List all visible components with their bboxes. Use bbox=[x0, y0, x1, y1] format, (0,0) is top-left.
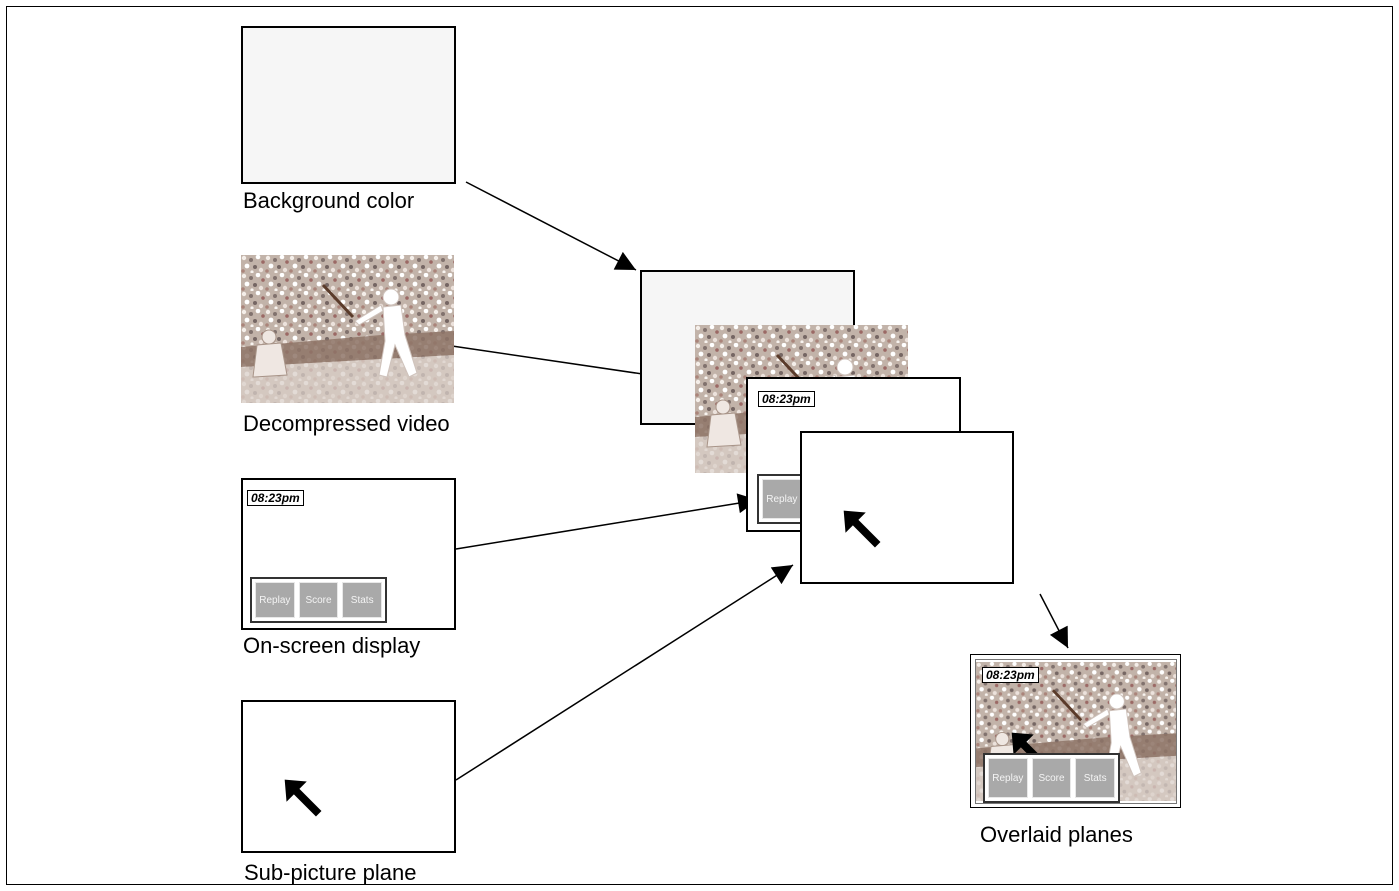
arrow-up-left-icon bbox=[284, 779, 322, 817]
arrow-background-to-stack bbox=[465, 181, 637, 271]
replay-button[interactable]: Replay bbox=[255, 582, 295, 618]
overlaid-score-button[interactable]: Score bbox=[1031, 758, 1072, 798]
stack-sub-picture-plane bbox=[800, 431, 1014, 584]
diagram-frame bbox=[6, 6, 1393, 885]
background-color-label: Background color bbox=[243, 188, 415, 213]
stack-osd-clock: 08:23pm bbox=[758, 391, 815, 407]
osd-label: On-screen display bbox=[243, 633, 421, 658]
sub-picture-plane bbox=[241, 700, 456, 853]
sub-picture-label: Sub-picture plane bbox=[244, 860, 417, 885]
overlaid-planes-label: Overlaid planes bbox=[980, 822, 1133, 847]
stack-arrow-up-left-icon bbox=[843, 510, 881, 548]
osd-button-bar: Replay Score Stats bbox=[250, 577, 387, 623]
baseball-video-image bbox=[241, 255, 454, 403]
background-color-plane bbox=[241, 26, 456, 184]
overlaid-clock: 08:23pm bbox=[982, 667, 1039, 683]
osd-plane: 08:23pm Replay Score Stats bbox=[241, 478, 456, 630]
stats-button[interactable]: Stats bbox=[342, 582, 383, 618]
osd-clock: 08:23pm bbox=[247, 490, 304, 506]
decompressed-video-plane bbox=[241, 255, 454, 403]
stack-replay-button[interactable]: Replay bbox=[762, 479, 802, 519]
overlaid-button-bar: Replay Score Stats bbox=[983, 753, 1120, 803]
overlaid-planes-composite: 08:23pm Replay Score Stats bbox=[975, 659, 1177, 804]
arrow-stack-to-overlaid bbox=[1039, 593, 1069, 649]
decompressed-video-label: Decompressed video bbox=[243, 411, 450, 436]
overlaid-replay-button[interactable]: Replay bbox=[988, 758, 1028, 798]
overlaid-planes-frame: 08:23pm Replay Score Stats bbox=[970, 654, 1181, 808]
arrow-osd-to-stack bbox=[455, 493, 759, 550]
score-button[interactable]: Score bbox=[298, 582, 339, 618]
arrow-subpicture-to-stack bbox=[455, 564, 794, 781]
overlaid-stats-button[interactable]: Stats bbox=[1075, 758, 1116, 798]
